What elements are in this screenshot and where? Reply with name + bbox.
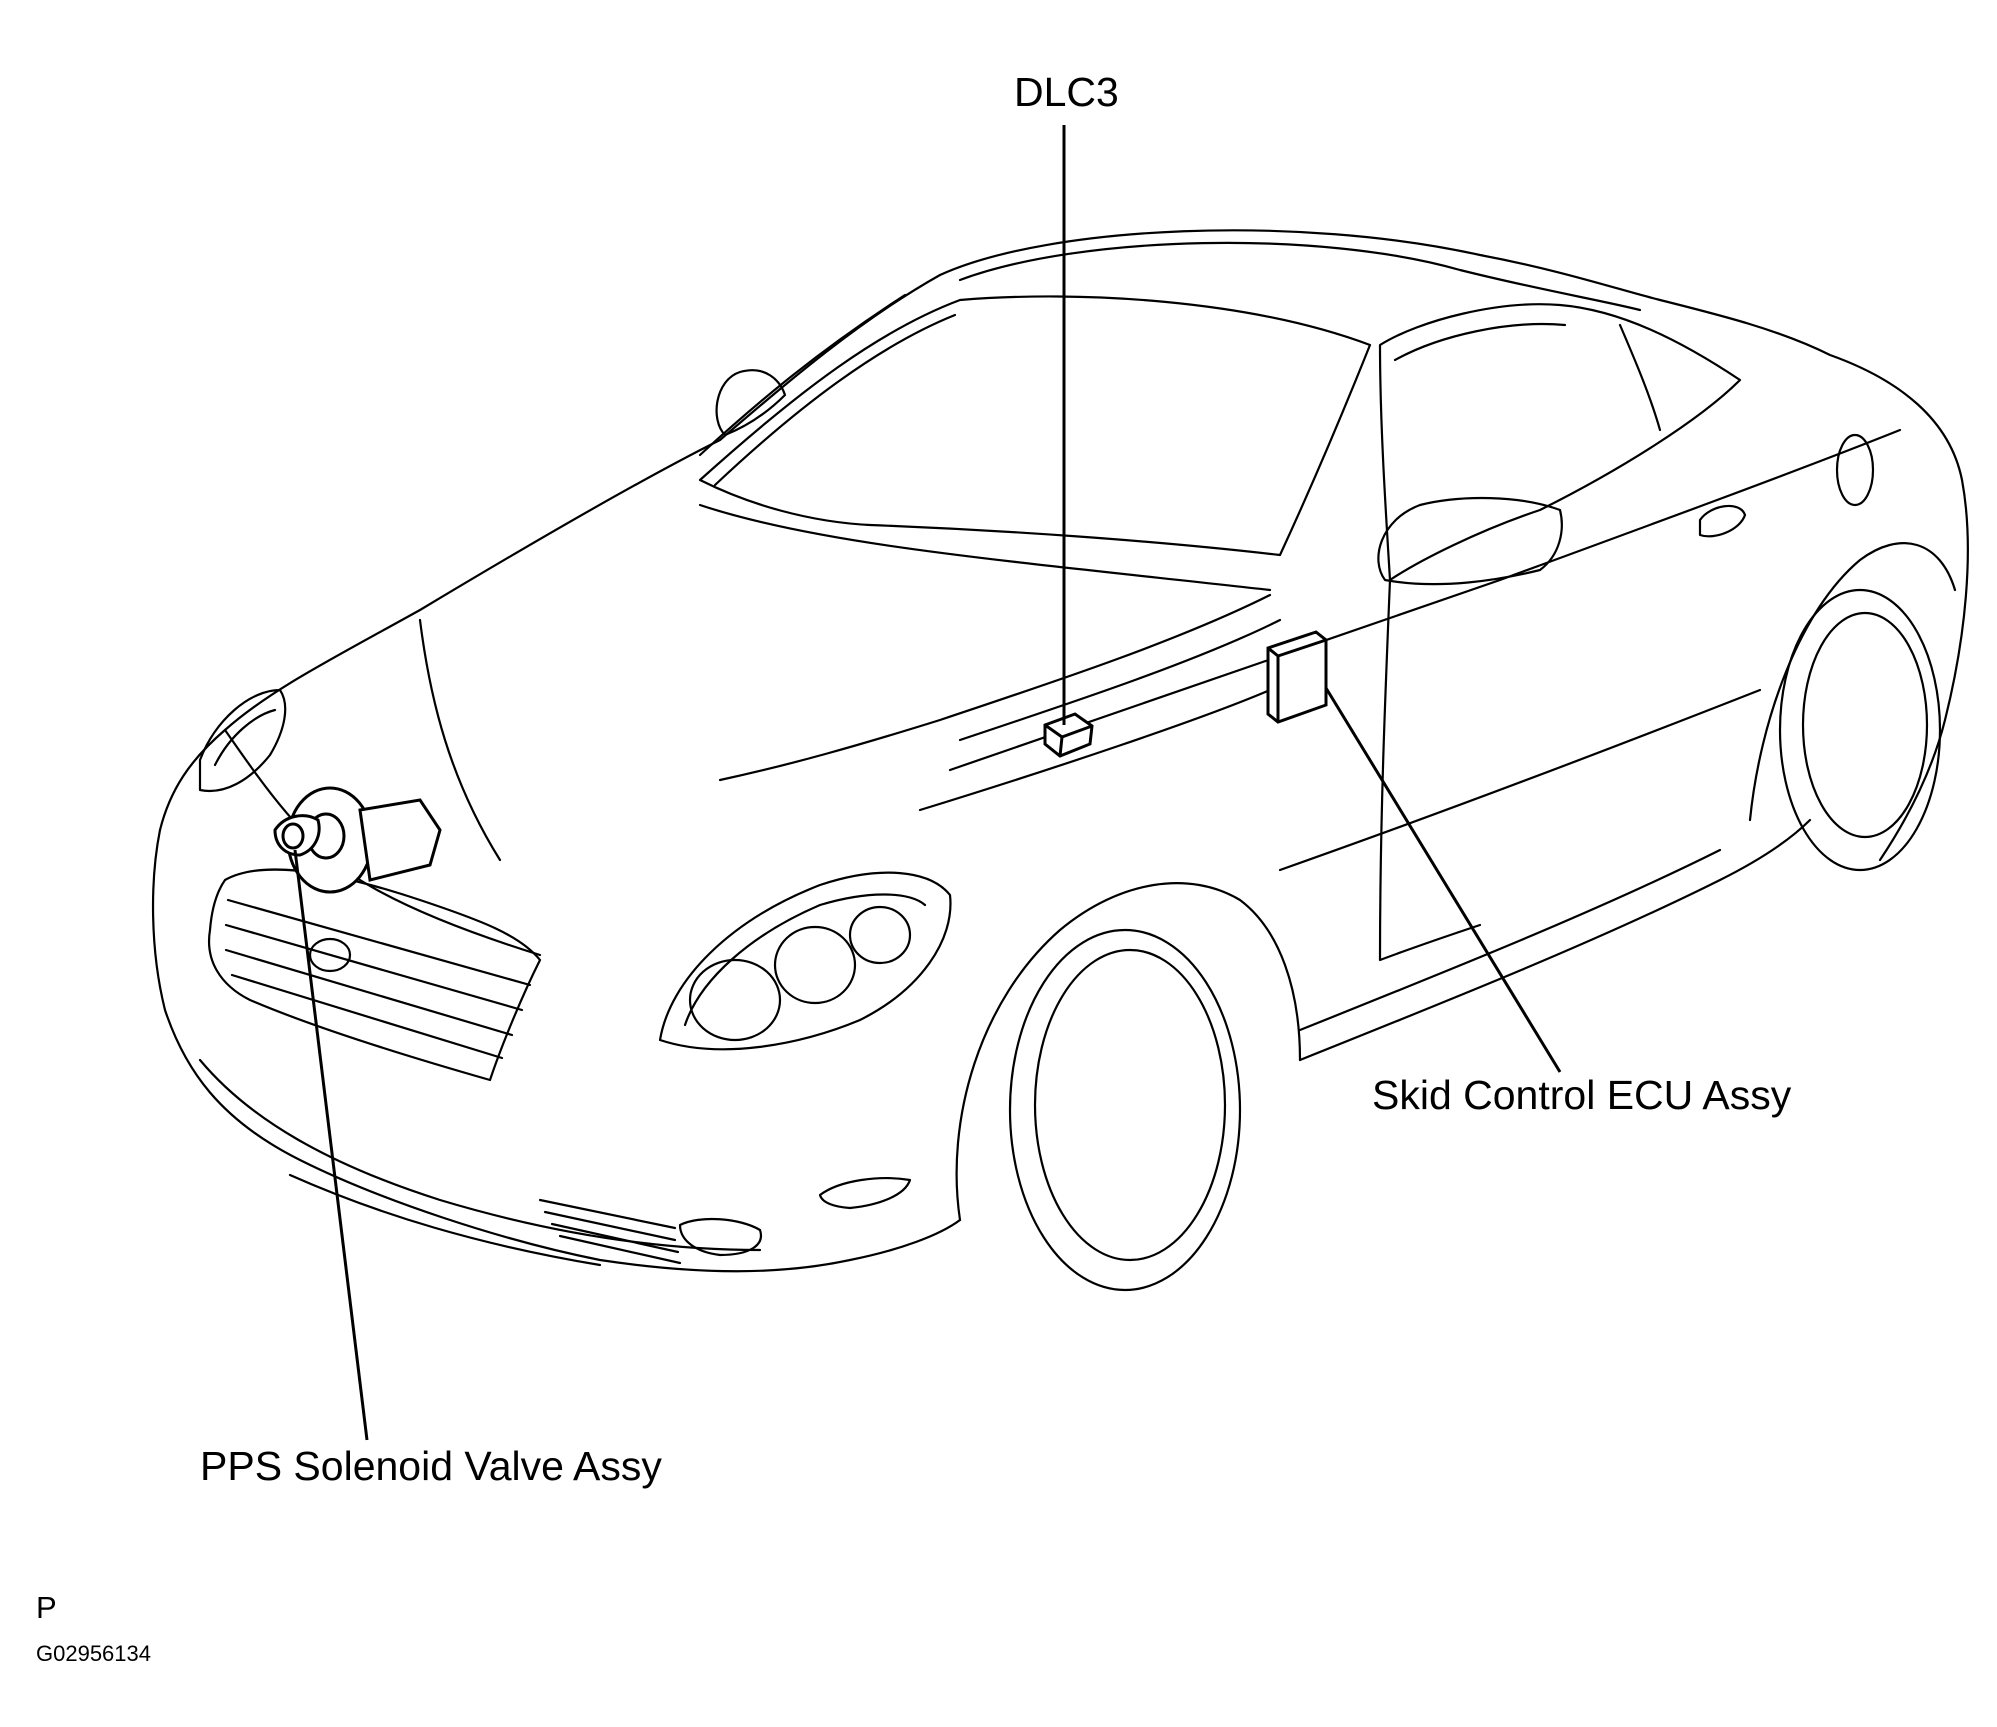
door-handle — [1698, 504, 1747, 538]
dlc3-connector — [1043, 712, 1094, 758]
side-lower-line — [1278, 688, 1762, 872]
mirror-far — [715, 369, 787, 437]
hood-center-crease — [418, 618, 502, 862]
intake-slat — [558, 1234, 682, 1265]
headlight-far-inner — [213, 708, 277, 767]
headlight-far — [198, 688, 287, 793]
grille-bar — [224, 948, 514, 1037]
grille-bar — [230, 973, 504, 1060]
side-character-line — [948, 428, 1902, 772]
rear-wheel — [1778, 588, 1942, 872]
intake-slat — [543, 1210, 677, 1242]
bumper-lower — [198, 1058, 762, 1252]
windshield — [698, 295, 1372, 557]
pps-solenoid-valve-leader — [293, 849, 369, 1441]
intake-slat — [550, 1222, 680, 1254]
roof-inner — [958, 241, 1642, 312]
hood-rear-line — [718, 593, 1272, 782]
front-wheel-rim — [1033, 948, 1227, 1262]
front-wheel — [1008, 928, 1242, 1292]
headlight-lens — [773, 925, 857, 1005]
skid-control-ecu-leader — [1324, 687, 1562, 1073]
door — [1378, 578, 1482, 962]
side-window — [1378, 303, 1742, 582]
rear-wheel-rim — [1801, 611, 1929, 839]
front-wheel-arch — [955, 882, 1302, 1222]
cowl-line — [918, 688, 1272, 812]
grille-bar — [226, 898, 532, 987]
side-window-pillar — [1618, 323, 1662, 432]
view-letter: P — [36, 1590, 57, 1625]
roof-outline — [938, 229, 1969, 862]
side-marker — [818, 1177, 912, 1210]
side-rocker — [1298, 818, 1812, 1062]
mirror-near — [1377, 496, 1563, 586]
windshield-lower — [698, 503, 1272, 592]
front-bumper — [151, 828, 962, 1273]
windshield-inner — [713, 313, 957, 487]
headlight-near-inner — [683, 893, 927, 1027]
emblem — [308, 937, 352, 973]
side-window-inner — [1393, 322, 1567, 362]
car-illustration — [151, 229, 1969, 1292]
fuel-door — [1835, 433, 1875, 507]
skid-control-ecu-label: Skid Control ECU Assy — [1372, 1072, 1792, 1118]
figure-code: G02956134 — [36, 1641, 151, 1666]
hood-front-edge — [223, 728, 542, 957]
pps-solenoid-valve — [273, 786, 442, 894]
pps-solenoid-valve-label: PPS Solenoid Valve Assy — [200, 1443, 662, 1489]
headlight-lens — [848, 905, 912, 965]
grille-bar — [224, 923, 524, 1012]
fender-crease — [958, 618, 1282, 742]
solenoid-ring — [281, 822, 305, 850]
pump-body — [358, 798, 442, 882]
hood-outline — [158, 273, 942, 832]
grille — [207, 868, 542, 1082]
rear-wheel-arch — [1748, 542, 1957, 822]
skid-control-ecu — [1266, 630, 1328, 724]
side-rocker-lower — [1298, 848, 1722, 1032]
headlight-lens — [688, 958, 782, 1042]
bumper-valance — [288, 1173, 602, 1267]
headlight-near — [658, 871, 952, 1051]
dlc3-label: DLC3 — [1014, 69, 1119, 115]
intake-slat — [538, 1198, 677, 1230]
fog-light — [678, 1217, 763, 1257]
